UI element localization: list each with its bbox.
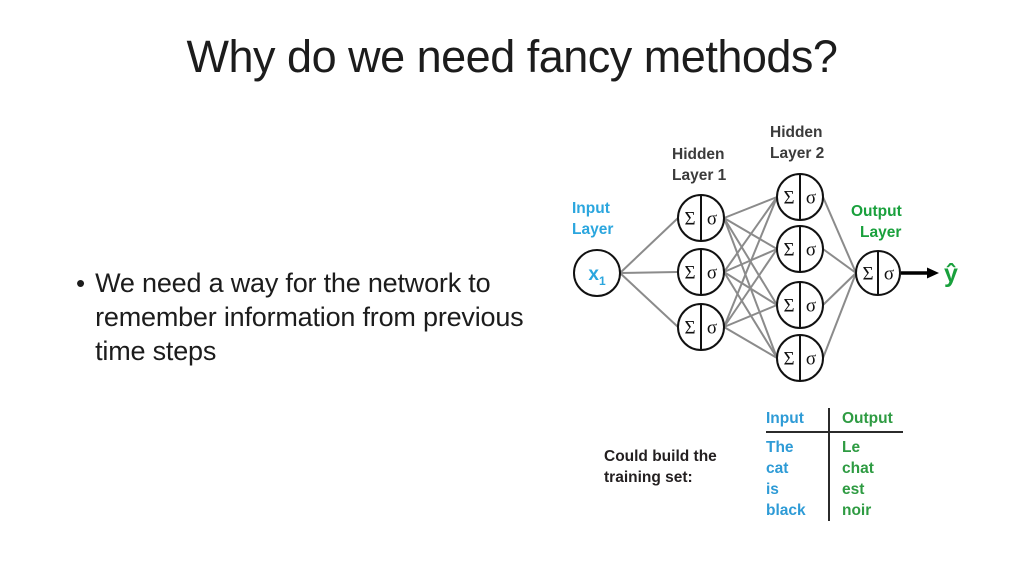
cell-output: est bbox=[828, 479, 903, 500]
cell-input: The bbox=[766, 439, 794, 456]
label-input-layer: Input Layer bbox=[572, 200, 613, 238]
sum-glyph: Σ bbox=[783, 240, 794, 261]
input-layer-label-line1: Input bbox=[572, 200, 610, 217]
table-row: cat chat bbox=[766, 458, 903, 479]
page-title: Why do we need fancy methods? bbox=[186, 31, 838, 82]
output-prediction-label: ŷ bbox=[944, 260, 958, 288]
hidden1-node-3[interactable]: Σ σ bbox=[677, 303, 725, 351]
bullet-list: • We need a way for the network to remem… bbox=[76, 266, 546, 368]
sigma-glyph: σ bbox=[707, 318, 717, 339]
hidden1-node-2[interactable]: Σ σ bbox=[677, 248, 725, 296]
column-header-input: Input bbox=[766, 408, 829, 433]
sum-glyph: Σ bbox=[783, 349, 794, 370]
label-output-layer: Output Layer bbox=[851, 203, 902, 241]
sigma-glyph: σ bbox=[806, 296, 816, 317]
edges-hidden1-to-hidden2 bbox=[723, 196, 778, 359]
label-hidden-layer-1: Hidden Layer 1 bbox=[672, 146, 727, 184]
sum-glyph: Σ bbox=[684, 318, 695, 339]
input-node-label: x bbox=[588, 264, 599, 285]
cell-input: cat bbox=[766, 460, 789, 477]
output-layer-label-line2: Layer bbox=[860, 224, 901, 241]
edges-input-to-hidden1 bbox=[619, 217, 679, 328]
svg-text:x1: x1 bbox=[588, 264, 606, 288]
cell-input: is bbox=[766, 481, 779, 498]
output-arrow-icon bbox=[901, 267, 939, 279]
sigma-glyph: σ bbox=[884, 264, 894, 285]
hidden-layer-1-label-line2: Layer 1 bbox=[672, 167, 727, 184]
hidden2-node-1[interactable]: Σ σ bbox=[776, 173, 824, 221]
cell-output: chat bbox=[828, 458, 903, 479]
cell-output: Le bbox=[828, 432, 903, 458]
sigma-glyph: σ bbox=[806, 349, 816, 370]
input-layer-label-line2: Layer bbox=[572, 221, 613, 238]
label-hidden-layer-2: Hidden Layer 2 bbox=[770, 124, 824, 162]
hidden1-node-1[interactable]: Σ σ bbox=[677, 194, 725, 242]
table-header-row: Input Output bbox=[766, 408, 903, 433]
cell-output: noir bbox=[828, 500, 903, 521]
sigma-glyph: σ bbox=[806, 188, 816, 209]
table-row: The Le bbox=[766, 432, 903, 458]
cell-input: black bbox=[766, 502, 806, 519]
output-node[interactable]: Σ σ bbox=[855, 250, 901, 296]
hidden2-node-4[interactable]: Σ σ bbox=[776, 334, 824, 382]
training-set-caption: Could build the training set: bbox=[604, 446, 754, 488]
sum-glyph: Σ bbox=[862, 264, 873, 285]
column-header-output: Output bbox=[828, 408, 903, 433]
input-node-subscript: 1 bbox=[599, 274, 606, 288]
sum-glyph: Σ bbox=[684, 209, 695, 230]
bullet-marker-icon: • bbox=[76, 268, 86, 298]
output-layer-label-line1: Output bbox=[851, 203, 902, 220]
training-set-caption-line1: Could build the bbox=[604, 448, 717, 465]
hidden-layer-2-label-line2: Layer 2 bbox=[770, 145, 824, 162]
list-item: • We need a way for the network to remem… bbox=[76, 266, 546, 368]
training-set-table: Input Output The Le cat chat is est blac… bbox=[766, 408, 903, 521]
table-row: is est bbox=[766, 479, 903, 500]
edges-hidden2-to-output bbox=[822, 196, 857, 359]
hidden2-node-3[interactable]: Σ σ bbox=[776, 281, 824, 329]
sigma-glyph: σ bbox=[707, 209, 717, 230]
sigma-glyph: σ bbox=[707, 263, 717, 284]
training-set-caption-line2: training set: bbox=[604, 469, 693, 486]
hidden2-node-2[interactable]: Σ σ bbox=[776, 225, 824, 273]
hidden-layer-1-label-line1: Hidden bbox=[672, 146, 725, 163]
hidden-layer-2-label-line1: Hidden bbox=[770, 124, 823, 141]
sum-glyph: Σ bbox=[684, 263, 695, 284]
bullet-item-text: We need a way for the network to remembe… bbox=[95, 268, 524, 366]
sum-glyph: Σ bbox=[783, 188, 794, 209]
input-node[interactable]: x1 bbox=[573, 249, 621, 297]
sigma-glyph: σ bbox=[806, 240, 816, 261]
table-row: black noir bbox=[766, 500, 903, 521]
sum-glyph: Σ bbox=[783, 296, 794, 317]
